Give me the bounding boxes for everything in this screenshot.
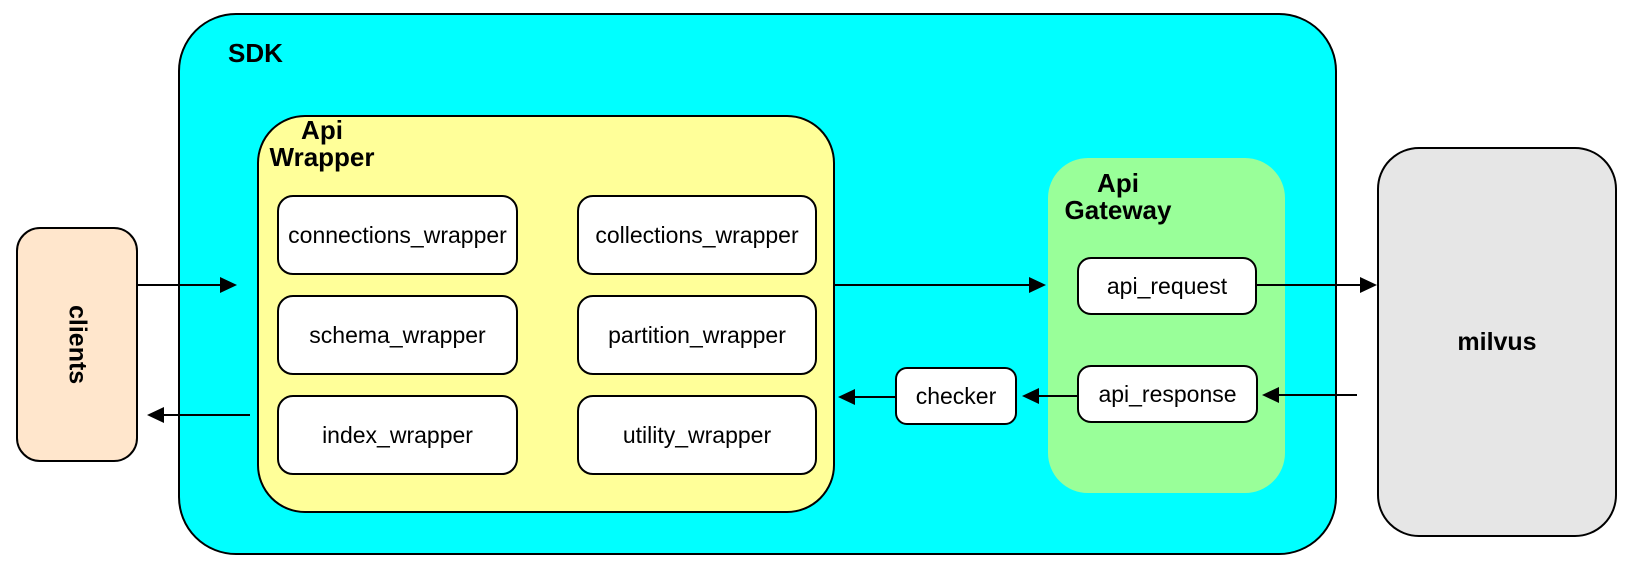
- arrow-api-request-to-milvus: [1257, 277, 1377, 293]
- index-wrapper-node: index_wrapper: [277, 395, 518, 475]
- api-gateway-container: [1048, 158, 1285, 493]
- checker-label: checker: [915, 382, 997, 409]
- partition-wrapper-node: partition_wrapper: [577, 295, 817, 375]
- schema-wrapper-node: schema_wrapper: [277, 295, 518, 375]
- arrowhead-left-icon: [147, 407, 164, 423]
- clients-node: clients: [16, 227, 138, 462]
- arrow-api-wrapper-to-api-gateway: [835, 277, 1046, 293]
- api-response-label: api_response: [1098, 380, 1237, 407]
- connections-wrapper-node: connections_wrapper: [277, 195, 518, 275]
- arrow-milvus-to-api-response: [1262, 387, 1357, 403]
- sdk-label: SDK: [228, 38, 283, 68]
- arrowhead-right-icon: [1360, 277, 1377, 293]
- index-wrapper-label: index_wrapper: [322, 421, 473, 448]
- api-request-node: api_request: [1077, 257, 1257, 315]
- arrow-checker-to-api-wrapper: [838, 389, 895, 405]
- arrow-clients-to-sdk: [138, 277, 237, 293]
- collections-wrapper-label: collections_wrapper: [595, 221, 799, 248]
- arrowhead-left-icon: [1022, 388, 1039, 404]
- utility-wrapper-label: utility_wrapper: [622, 421, 772, 448]
- arrowhead-right-icon: [220, 277, 237, 293]
- arrowhead-left-icon: [1262, 387, 1279, 403]
- clients-label: clients: [63, 304, 92, 385]
- milvus-node: milvus: [1377, 147, 1617, 537]
- checker-node: checker: [895, 367, 1017, 425]
- arrowhead-right-icon: [1029, 277, 1046, 293]
- utility-wrapper-node: utility_wrapper: [577, 395, 817, 475]
- partition-wrapper-label: partition_wrapper: [608, 321, 786, 348]
- collections-wrapper-node: collections_wrapper: [577, 195, 817, 275]
- milvus-label: milvus: [1457, 327, 1537, 356]
- arrowhead-left-icon: [838, 389, 855, 405]
- api-response-node: api_response: [1077, 365, 1258, 423]
- api-gateway-label: Api Gateway: [1064, 168, 1172, 225]
- api-request-label: api_request: [1106, 272, 1228, 299]
- arrow-api-response-to-checker: [1022, 388, 1077, 404]
- connections-wrapper-label: connections_wrapper: [288, 221, 507, 248]
- arrow-api-wrapper-to-clients: [147, 407, 250, 423]
- api-wrapper-label: Api Wrapper: [269, 115, 375, 172]
- schema-wrapper-label: schema_wrapper: [309, 321, 486, 348]
